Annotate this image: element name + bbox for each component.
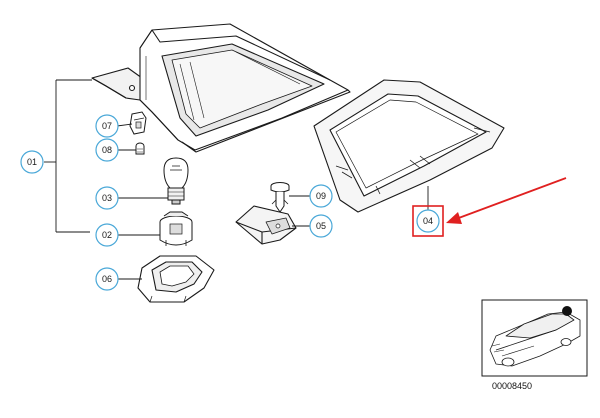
callout-03[interactable]: 03 [95, 186, 119, 210]
highlight-arrow [446, 177, 567, 224]
callout-02[interactable]: 02 [95, 223, 119, 247]
housing-bracket [91, 67, 143, 101]
highlight-box [412, 205, 444, 237]
leader-lines [44, 79, 429, 280]
svg-text:08: 08 [102, 145, 112, 155]
inset-panel[interactable]: 00008450 [481, 299, 588, 391]
gasket-frame[interactable] [313, 79, 505, 213]
svg-text:09: 09 [316, 191, 326, 201]
callout-01[interactable]: 01 [20, 150, 44, 174]
bulb-socket[interactable] [159, 211, 193, 246]
svg-text:04: 04 [423, 216, 433, 226]
svg-text:06: 06 [102, 274, 112, 284]
bulb[interactable] [163, 157, 189, 205]
callout-06[interactable]: 06 [95, 267, 119, 291]
svg-text:01: 01 [27, 157, 37, 167]
socket-holder[interactable] [137, 255, 215, 303]
svg-text:03: 03 [102, 193, 112, 203]
brake-light-housing[interactable] [91, 23, 351, 153]
location-marker [562, 306, 572, 316]
callout-05[interactable]: 05 [309, 214, 333, 238]
gasket-inner [329, 93, 487, 197]
callout-09[interactable]: 09 [309, 184, 333, 208]
reference-number: 00008450 [492, 381, 532, 391]
callout-07[interactable]: 07 [95, 114, 119, 138]
car-location-icon [489, 311, 581, 367]
clip-nut[interactable] [129, 111, 147, 135]
svg-text:02: 02 [102, 230, 112, 240]
screw[interactable] [135, 142, 145, 155]
retainer-clip[interactable] [235, 205, 297, 245]
callouts: 01 07 08 03 02 06 09 05 [20, 114, 440, 291]
svg-text:05: 05 [316, 221, 326, 231]
plastic-rivet[interactable] [270, 182, 290, 213]
callout-08[interactable]: 08 [95, 138, 119, 162]
svg-text:07: 07 [102, 121, 112, 131]
callout-04[interactable]: 04 [416, 209, 440, 233]
